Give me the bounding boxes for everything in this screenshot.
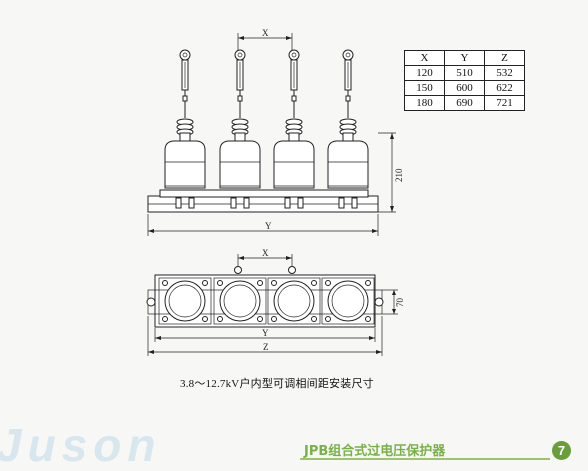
brand-watermark: Juson [0, 419, 162, 471]
product-title: JPB组合式过电压保护器 [304, 444, 446, 459]
top-dim-x-label: X [262, 248, 269, 258]
bracket-hole [288, 266, 296, 274]
table-cell: 180 [404, 95, 445, 111]
table-cell: 622 [484, 80, 525, 96]
table-cell: 532 [484, 65, 525, 81]
table-header-row: X Y Z [404, 50, 525, 66]
bracket-hole [234, 266, 242, 274]
arrester-unit [219, 49, 261, 209]
table-cell: 150 [404, 80, 445, 96]
top-unit [213, 277, 267, 325]
arrester-unit [273, 49, 315, 209]
table-cell: 600 [444, 80, 485, 96]
arrester-unit [164, 49, 206, 209]
front-dim-y-label: Y [265, 221, 272, 231]
top-view: X 70 Y Z [146, 248, 405, 356]
top-dim-y-label: Y [262, 328, 269, 338]
page-number-badge: 7 [552, 441, 571, 460]
drawing-caption: 3.8～12.7kV户内型可调相间距安装尺寸 [180, 378, 374, 390]
table-header-x: X [404, 50, 445, 66]
top-unit [321, 277, 375, 325]
front-dim-height-label: 210 [394, 168, 404, 182]
top-dim-z-label: Z [263, 342, 269, 352]
front-view: X Y 210 [147, 28, 404, 236]
arrester-unit [327, 49, 369, 209]
table-row: 180 690 721 [404, 95, 525, 111]
table-cell: 690 [444, 95, 485, 111]
table-header-z: Z [484, 50, 525, 66]
top-unit [267, 277, 321, 325]
dimensions-table: X Y Z 120 510 532 150 600 622 180 690 72… [404, 50, 525, 111]
footer-rule [300, 458, 550, 460]
table-cell: 721 [484, 95, 525, 111]
table-cell: 510 [444, 65, 485, 81]
front-dim-x-label: X [262, 28, 269, 38]
table-row: 120 510 532 [404, 65, 525, 81]
top-dim-width-label: 70 [395, 298, 405, 308]
table-header-y: Y [444, 50, 485, 66]
table-row: 150 600 622 [404, 80, 525, 96]
table-cell: 120 [404, 65, 445, 81]
top-unit [158, 277, 212, 325]
